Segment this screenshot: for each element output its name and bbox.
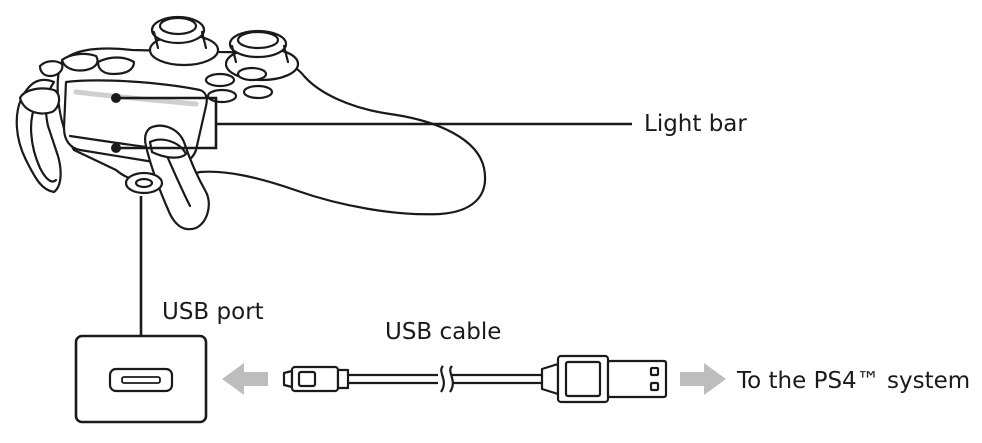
usb-a-plug-window-top [649,366,660,377]
controller-illustration [15,15,487,231]
left-shoulder [18,87,61,115]
usb-a-plug-grip [564,360,602,398]
micro-usb-socket-inner [121,376,161,384]
dpad-up [60,52,99,72]
left-stick-top [158,16,198,36]
face-button-right [242,84,274,100]
left-stick-neck [152,30,208,50]
usb-cable-label: USB cable [385,319,502,345]
light-bar-dot-lower [111,143,121,153]
face-button-bottom [206,88,238,104]
usb-a-plug-window-bottom [649,381,660,392]
micro-usb-plug-window [297,370,317,388]
cable-break-left [440,365,445,393]
to-system-label: To the PS4™ system [737,368,971,394]
usb-port-closeup [74,334,208,424]
arrow-to-system [680,363,726,395]
micro-usb-plug-tip [282,369,294,389]
face-button-top [236,66,268,82]
usb-a-plug-metal [606,359,668,399]
light-bar-dot-upper [111,93,121,103]
dpad-right [96,56,136,76]
micro-usb-plug-strain [336,368,350,390]
face-button-left [204,72,236,88]
usb-a-plug-strain [540,362,560,396]
left-grip-inner [29,102,58,183]
controller-usb-port-inner [134,177,154,189]
arrow-to-port [222,363,268,395]
dpad-left [38,60,64,78]
light-bar-label: Light bar [644,111,747,137]
right-stick-neck [230,44,290,64]
cable-break-right [449,365,454,393]
usb-port-label: USB port [162,299,264,325]
usb-cable [282,354,668,404]
light-bar-callout [116,96,632,150]
right-stick-top [236,30,280,50]
